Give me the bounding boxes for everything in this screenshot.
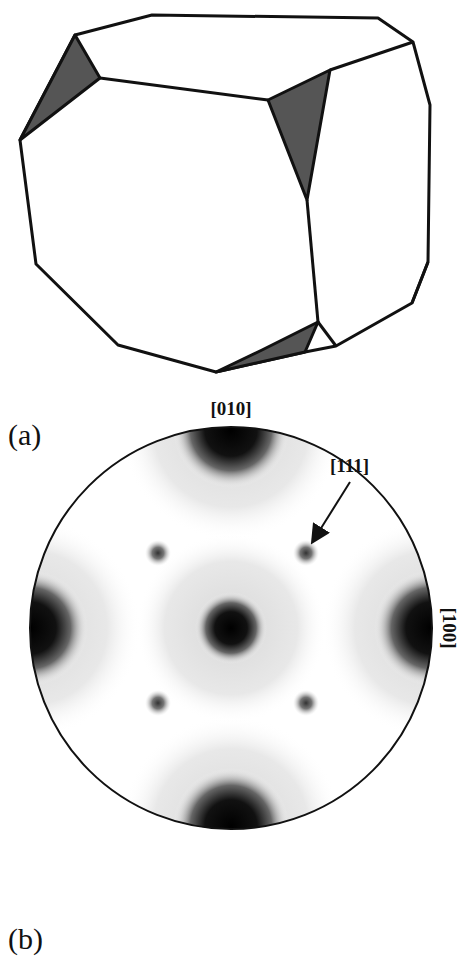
panel-label: (b) — [8, 922, 43, 956]
direction-label: [010] — [210, 398, 251, 420]
pole-figure-rim — [30, 427, 432, 829]
leader-arrow — [313, 482, 350, 541]
direction-label: [111] — [330, 455, 369, 477]
pole-figure — [0, 320, 463, 936]
crystal-shape — [20, 15, 430, 372]
direction-label: [100] — [438, 607, 460, 648]
panel-label: (a) — [8, 418, 41, 452]
